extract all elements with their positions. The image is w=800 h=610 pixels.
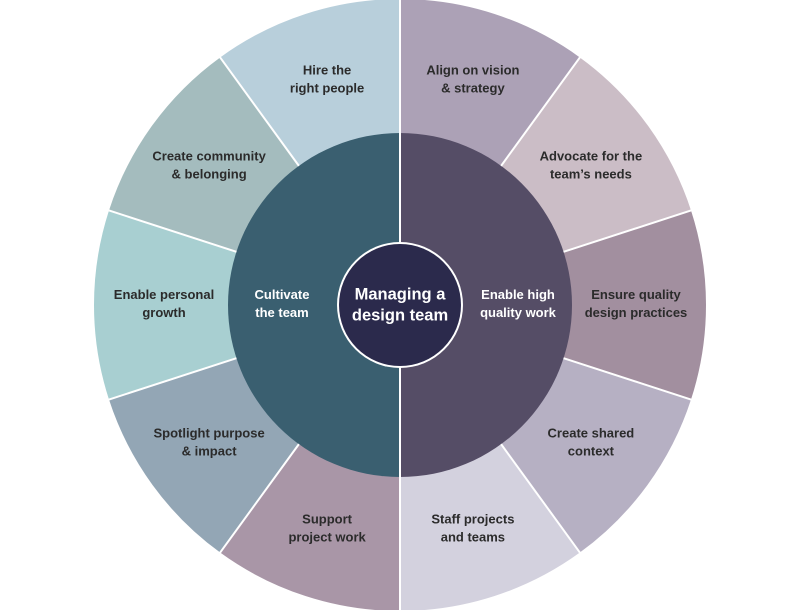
outer-divider: [500, 55, 582, 167]
center-hub: [337, 242, 463, 368]
ring-dividers: [106, 0, 694, 610]
outer-label-advocate-needs: Advocate for the team’s needs: [540, 149, 643, 182]
outer-divider: [500, 443, 582, 555]
center-label-line: design team: [352, 307, 448, 325]
outer-label-support-work-line: Support: [302, 512, 352, 527]
outer-divider: [218, 55, 300, 167]
inner-label-cultivate: Cultivate the team: [255, 287, 310, 320]
center-label: Managing a design team: [352, 286, 448, 325]
outer-label-align-vision: Align on vision & strategy: [426, 63, 519, 96]
outer-label-hire-people-line: Hire the: [303, 63, 351, 78]
inner-label-cultivate-line: Cultivate: [255, 287, 310, 302]
outer-label-staff-projects-line: Staff projects: [431, 512, 514, 527]
inner-label-enable-line: quality work: [480, 305, 557, 320]
outer-label-staff-projects-line: and teams: [441, 530, 505, 545]
outer-label-shared-context: Create shared context: [548, 426, 635, 459]
outer-label-community-belonging: Create community & belonging: [152, 149, 266, 182]
outer-label-align-vision-line: & strategy: [441, 81, 505, 96]
outer-label-quality-practices: Ensure quality design practices: [585, 287, 688, 320]
inner-segment-cultivate: [228, 133, 400, 477]
outer-label-shared-context-line: context: [568, 444, 615, 459]
center-hub-circle: [339, 244, 461, 366]
center-label-line: Managing a: [355, 286, 447, 304]
outer-label-personal-growth: Enable personal growth: [114, 287, 214, 320]
inner-ring: [228, 133, 572, 477]
outer-label-spotlight-purpose-line: & impact: [182, 444, 238, 459]
outer-label-advocate-needs-line: team’s needs: [550, 167, 632, 182]
outer-label-support-work-line: project work: [288, 530, 366, 545]
outer-divider: [106, 208, 237, 253]
inner-label-enable-line: Enable high: [481, 287, 555, 302]
outer-divider: [218, 443, 300, 555]
outer-label-community-belonging-line: Create community: [152, 149, 266, 164]
outer-label-align-vision-line: Align on vision: [426, 63, 519, 78]
outer-label-staff-projects: Staff projects and teams: [431, 512, 514, 545]
outer-divider: [563, 208, 694, 253]
inner-label-enable: Enable high quality work: [480, 287, 557, 320]
outer-label-quality-practices-line: design practices: [585, 305, 688, 320]
outer-label-personal-growth-line: Enable personal: [114, 287, 214, 302]
outer-label-shared-context-line: Create shared: [548, 426, 635, 441]
outer-label-quality-practices-line: Ensure quality: [591, 287, 681, 302]
outer-divider: [106, 357, 237, 402]
outer-label-spotlight-purpose-line: Spotlight purpose: [153, 426, 264, 441]
inner-segment-enable: [400, 133, 572, 477]
outer-label-personal-growth-line: growth: [142, 305, 185, 320]
outer-divider: [563, 357, 694, 402]
outer-label-hire-people-line: right people: [290, 81, 364, 96]
outer-label-community-belonging-line: & belonging: [172, 167, 247, 182]
outer-label-advocate-needs-line: Advocate for the: [540, 149, 643, 164]
outer-label-spotlight-purpose: Spotlight purpose & impact: [153, 426, 264, 459]
outer-label-hire-people: Hire the right people: [290, 63, 364, 96]
inner-label-cultivate-line: the team: [255, 305, 308, 320]
outer-label-support-work: Support project work: [288, 512, 366, 545]
